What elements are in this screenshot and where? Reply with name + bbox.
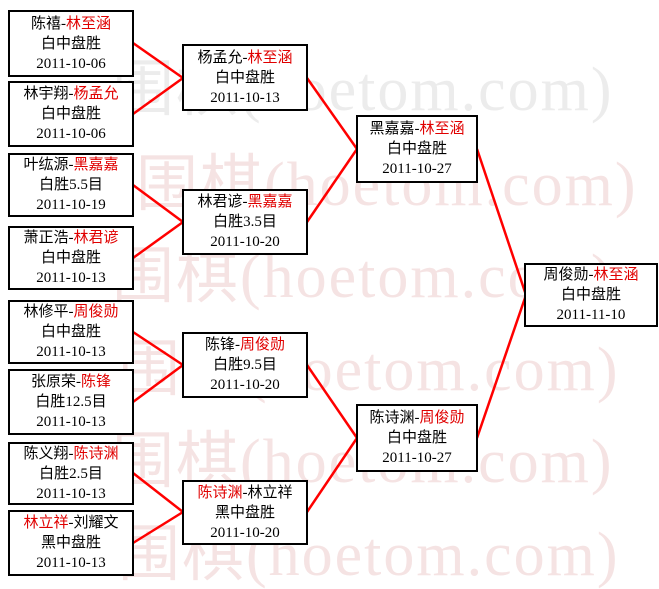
match-box-r2-4: 陈诗渊-林立祥 黑中盘胜 2011-10-20: [182, 480, 308, 545]
name-separator: -: [68, 86, 74, 102]
player-name: 林至涵: [247, 49, 293, 66]
player-name: 林君谚: [73, 230, 119, 246]
player-name: 周俊勋: [240, 337, 286, 353]
match-date: 2011-10-06: [36, 126, 106, 142]
match-result: 白胜12.5目: [35, 394, 107, 410]
player-name: 陈义翔: [23, 445, 69, 462]
player-name: 林立祥: [247, 484, 293, 501]
name-separator: -: [68, 230, 74, 246]
match-box-r1-7: 陈义翔-陈诗渊 白胜2.5目 2011-10-13: [8, 442, 134, 505]
player-name: 萧正浩: [23, 230, 69, 246]
player-name: 周俊勋: [419, 410, 465, 426]
match-result: 白中盘胜: [40, 106, 101, 122]
match-date: 2011-10-27: [382, 161, 452, 177]
player-name: 杨孟允: [197, 49, 243, 66]
player-name: 刘耀文: [73, 515, 119, 531]
match-date: 2011-10-13: [36, 414, 106, 430]
name-separator: -: [242, 49, 248, 66]
match-box-r2-2: 林君谚-黑嘉嘉 白胜3.5目 2011-10-20: [182, 189, 308, 255]
match-box-r1-4: 萧正浩-林君谚 白中盘胜 2011-10-13: [8, 226, 134, 290]
player-name: 陈禧: [30, 15, 61, 32]
player-name: 陈诗渊: [369, 410, 415, 426]
match-date: 2011-10-19: [36, 197, 106, 213]
player-name: 林君谚: [197, 194, 243, 210]
name-separator: -: [68, 304, 74, 320]
match-result: 白中盘胜: [214, 69, 275, 86]
player-name: 陈诗渊: [73, 445, 119, 462]
player-name: 黑嘉嘉: [73, 157, 119, 173]
match-box-r1-1: 陈禧-林至涵 白中盘胜 2011-10-06: [8, 10, 134, 77]
match-date: 2011-10-20: [210, 234, 280, 250]
player-name: 林修平: [23, 304, 69, 320]
name-separator: -: [76, 374, 81, 390]
match-box-r1-2: 林宇翔-杨孟允 白中盘胜 2011-10-06: [8, 81, 134, 147]
player-name: 黑嘉嘉: [369, 121, 415, 137]
match-date: 2011-10-20: [210, 377, 280, 393]
player-name: 林至涵: [419, 121, 465, 137]
player-name: 周俊勋: [73, 304, 119, 320]
match-box-sf-1: 黑嘉嘉-林至涵 白中盘胜 2011-10-27: [356, 115, 478, 183]
name-separator: -: [242, 484, 248, 501]
match-result: 白中盘胜: [40, 250, 101, 266]
name-separator: -: [68, 445, 74, 462]
match-date: 2011-10-06: [36, 55, 106, 72]
name-separator: -: [68, 157, 74, 173]
match-date: 2011-10-13: [210, 89, 280, 106]
player-name: 杨孟允: [73, 86, 119, 102]
match-box-r2-1: 杨孟允-林至涵 白中盘胜 2011-10-13: [182, 44, 308, 111]
player-name: 陈锋: [204, 337, 235, 353]
match-result: 黑中盘胜: [40, 535, 101, 551]
match-date: 2011-10-27: [382, 450, 452, 466]
match-box-r1-8: 林立祥-刘耀文 黑中盘胜 2011-10-13: [8, 510, 134, 576]
name-separator: -: [68, 515, 74, 531]
name-separator: -: [588, 267, 594, 283]
match-result: 白中盘胜: [40, 35, 101, 52]
name-separator: -: [235, 337, 240, 353]
match-result: 白胜9.5目: [213, 357, 277, 373]
match-result: 白中盘胜: [560, 287, 621, 303]
match-date: 2011-11-10: [556, 307, 626, 323]
player-name: 陈诗渊: [197, 484, 243, 501]
match-result: 白中盘胜: [386, 430, 447, 446]
name-separator: -: [242, 194, 248, 210]
player-name: 陈锋: [81, 374, 112, 390]
match-result: 黑中盘胜: [214, 504, 275, 521]
name-separator: -: [414, 410, 420, 426]
player-name: 林宇翔: [23, 86, 69, 102]
player-name: 林至涵: [593, 267, 639, 283]
match-date: 2011-10-20: [210, 524, 280, 541]
match-date: 2011-10-13: [36, 485, 106, 502]
match-result: 白中盘胜: [386, 141, 447, 157]
match-result: 白胜3.5目: [213, 214, 277, 230]
player-name: 张原荣: [30, 374, 76, 390]
match-box-r1-6: 张原荣-陈锋 白胜12.5目 2011-10-13: [8, 369, 134, 435]
player-name: 叶纮源: [23, 157, 69, 173]
match-result: 白中盘胜: [40, 324, 101, 340]
player-name: 黑嘉嘉: [247, 194, 293, 210]
match-box-r1-3: 叶纮源-黑嘉嘉 白胜5.5目 2011-10-19: [8, 153, 134, 217]
player-name: 周俊勋: [543, 267, 589, 283]
match-box-r2-3: 陈锋-周俊勋 白胜9.5目 2011-10-20: [182, 332, 308, 398]
name-separator: -: [414, 121, 420, 137]
match-box-sf-2: 陈诗渊-周俊勋 白中盘胜 2011-10-27: [356, 404, 478, 472]
match-date: 2011-10-13: [36, 270, 106, 286]
name-separator: -: [61, 15, 66, 32]
player-name: 林至涵: [66, 15, 112, 32]
match-result: 白胜2.5目: [39, 465, 103, 482]
match-box-final: 周俊勋-林至涵 白中盘胜 2011-11-10: [524, 263, 658, 327]
match-date: 2011-10-13: [36, 344, 106, 360]
match-date: 2011-10-13: [36, 555, 106, 571]
match-result: 白胜5.5目: [39, 177, 103, 193]
match-box-r1-5: 林修平-周俊勋 白中盘胜 2011-10-13: [8, 300, 134, 364]
player-name: 林立祥: [23, 515, 69, 531]
